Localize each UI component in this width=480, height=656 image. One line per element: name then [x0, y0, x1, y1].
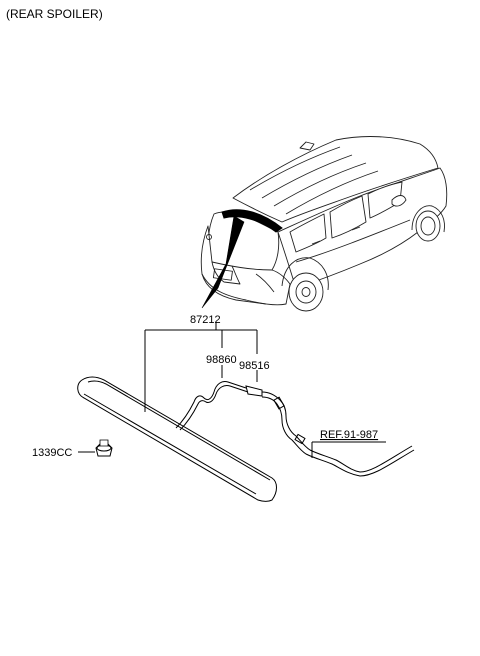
vehicle-illustration: [200, 136, 448, 312]
leader-lines: [78, 322, 386, 458]
spoiler-part: [77, 376, 277, 502]
part-label-98860: 98860: [206, 354, 237, 366]
nut-1339cc-icon: [95, 439, 113, 457]
part-label-87212: 87212: [190, 314, 221, 326]
part-label-1339cc: 1339CC: [32, 447, 72, 459]
section-title: (REAR SPOILER): [6, 7, 103, 21]
part-label-98516: 98516: [239, 360, 270, 372]
washer-hose: [175, 381, 415, 477]
reference-link-91-987[interactable]: REF.91-987: [320, 429, 378, 441]
